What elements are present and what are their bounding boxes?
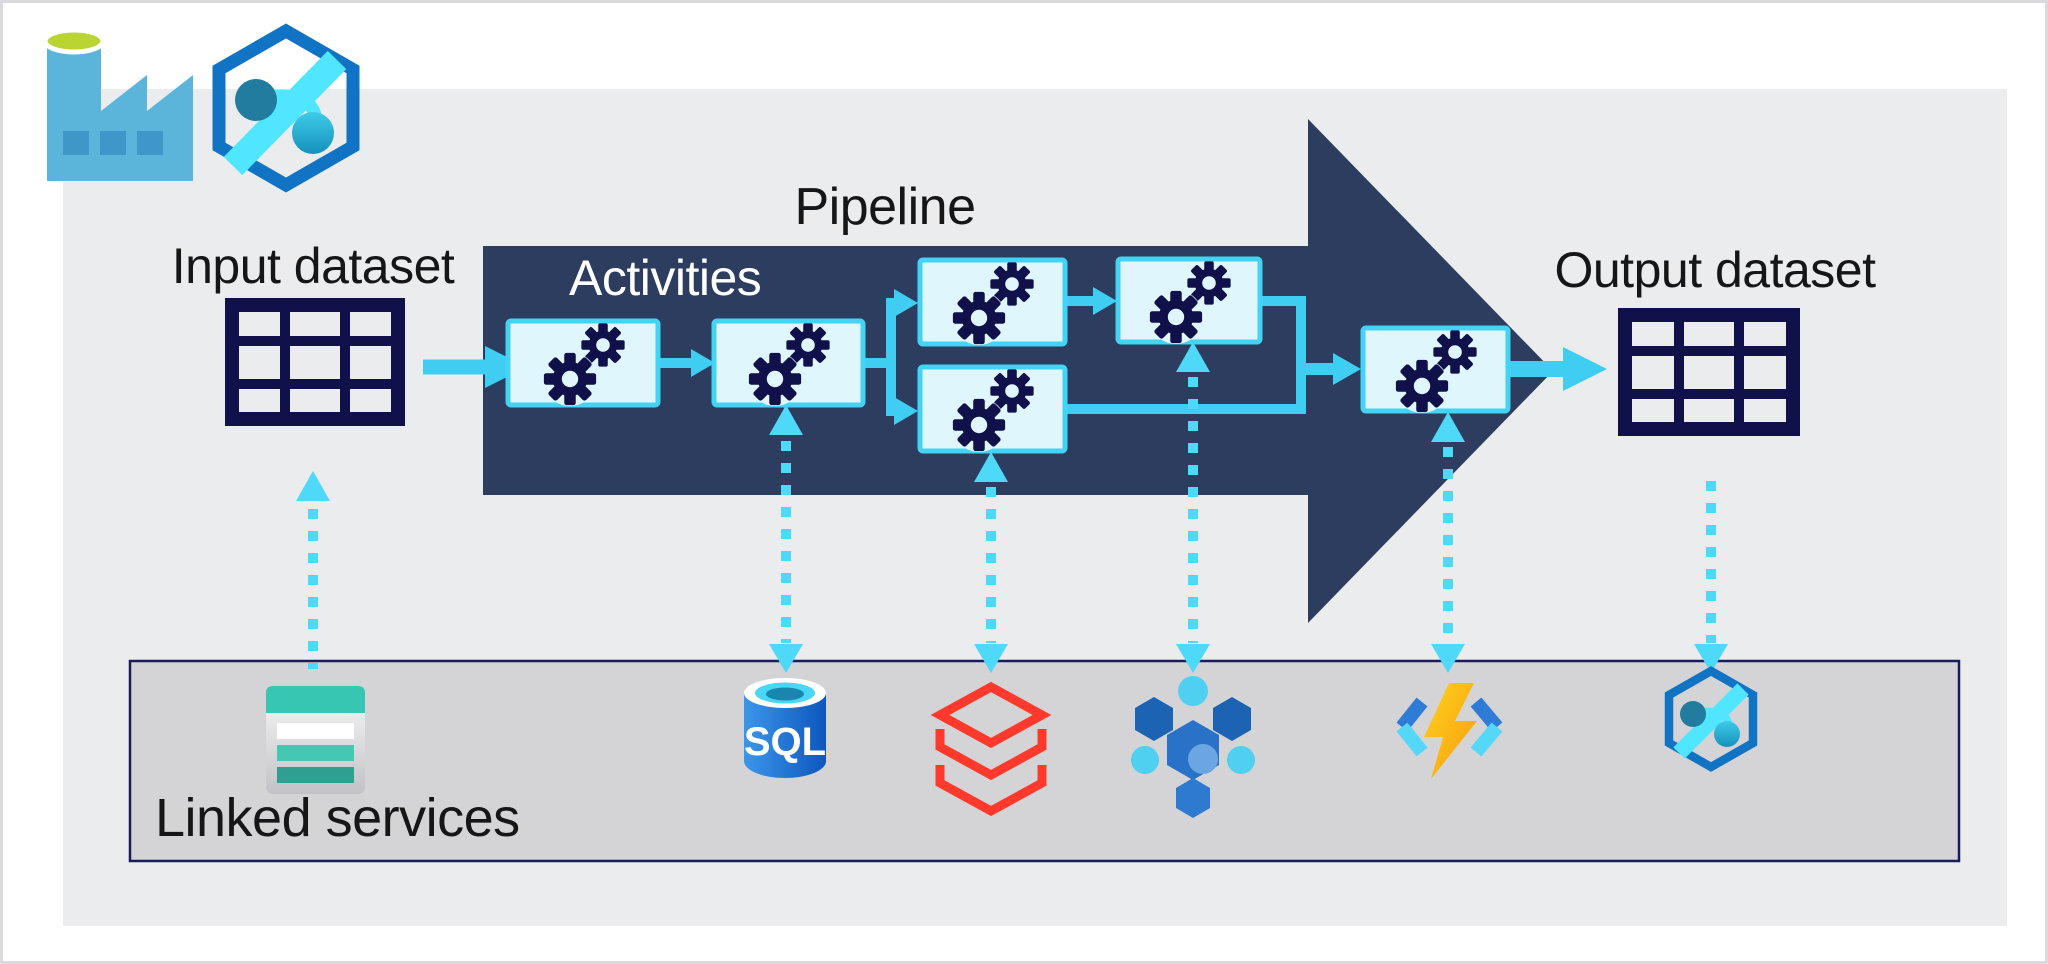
gear-icon: [952, 398, 1006, 452]
activity-box: [711, 318, 866, 408]
input-dataset-label: Input dataset: [171, 238, 455, 294]
output-dataset-table-icon: [1618, 308, 1800, 436]
connector-split: [863, 289, 918, 425]
activity-box: [1115, 256, 1263, 345]
activity-box: [917, 257, 1068, 347]
activities-label: Activities: [569, 250, 762, 306]
activity-boxes: [505, 256, 1511, 454]
dotted-hdinsight: [1176, 342, 1210, 673]
gear-icon: [543, 352, 597, 406]
connector-box1-box2: [658, 349, 715, 377]
connector-merge: [1065, 296, 1361, 414]
gear-icon: [952, 291, 1006, 345]
gear-icon: [748, 352, 802, 406]
input-dataset-table-icon: [225, 298, 405, 426]
gear-icon: [1395, 359, 1449, 413]
connector-pipeline-to-output: [1508, 347, 1607, 391]
data-factory-factory-icon: [42, 27, 193, 181]
azure-data-factory-icon: [1664, 666, 1758, 772]
gear-icon: [1149, 290, 1203, 344]
azure-databricks-icon: [930, 681, 1052, 817]
solid-connectors: [423, 287, 1607, 425]
azure-hdinsight-icon: [1131, 676, 1255, 818]
linked-services-panel: [128, 659, 1961, 863]
output-dataset-label: Output dataset: [1554, 242, 1876, 298]
activity-box: [917, 364, 1068, 454]
dotted-output-dataset: [1694, 481, 1728, 673]
dotted-databricks: [974, 452, 1008, 673]
pipeline-label: Pipeline: [794, 178, 976, 236]
dotted-functions: [1431, 412, 1465, 673]
sql-icon-label: SQL: [744, 720, 826, 764]
dotted-connectors: [296, 342, 1728, 673]
activity-box: [505, 318, 661, 408]
data-factory-hexagon-icon: [212, 23, 360, 193]
dotted-sql: [769, 405, 803, 673]
linked-services-label: Linked services: [155, 788, 520, 848]
azure-functions-icon: [1396, 683, 1503, 779]
activity-box: [1360, 325, 1511, 414]
pipeline-diagram: SQL: [42, 23, 2007, 926]
dotted-input-dataset: [296, 471, 330, 669]
connector-box3-box5: [1065, 287, 1117, 315]
table-storage-icon: [266, 686, 365, 794]
azure-sql-database-icon: SQL: [744, 678, 826, 778]
